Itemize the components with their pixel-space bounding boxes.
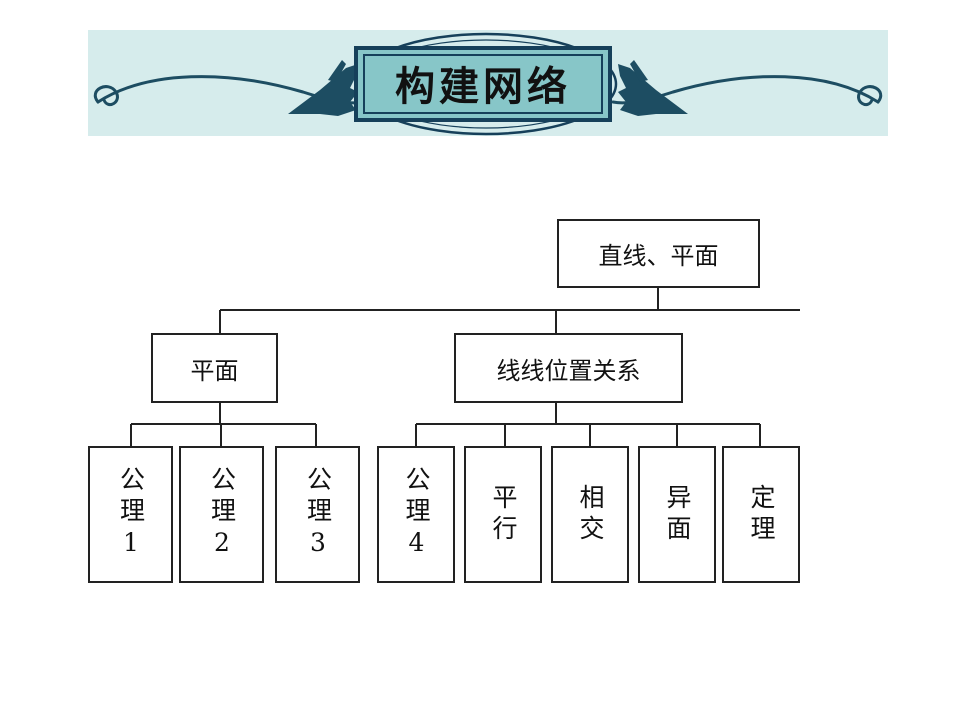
left-brush-stroke — [288, 60, 358, 116]
branch-node-label: 平面 — [190, 356, 239, 385]
right-brush-stroke — [618, 60, 688, 116]
leaf-node-axiom-3: 公理3 — [275, 446, 360, 583]
leaf-node-parallel: 平行 — [464, 446, 542, 583]
leaf-node-label: 公理1 — [116, 466, 146, 563]
leaf-node-label: 相交 — [576, 483, 605, 546]
leaf-node-label: 平行 — [489, 483, 518, 546]
title-plate-inner-frame — [363, 54, 603, 114]
leaf-node-skew: 异面 — [638, 446, 716, 583]
branch-node-label: 线线位置关系 — [496, 356, 641, 385]
leaf-node-intersect: 相交 — [551, 446, 629, 583]
page-title: 构建网络 — [395, 64, 571, 110]
leaf-node-axiom-4: 公理4 — [377, 446, 455, 583]
leaf-node-axiom-2: 公理2 — [179, 446, 264, 583]
title-banner — [88, 30, 888, 136]
leaf-node-theorem: 定理 — [722, 446, 800, 583]
leaf-node-label: 公理4 — [402, 466, 431, 563]
leaf-node-label: 异面 — [663, 483, 692, 546]
leaf-node-label: 公理2 — [207, 466, 237, 563]
branch-node-plane: 平面 — [151, 333, 278, 403]
leaf-node-axiom-1: 公理1 — [88, 446, 173, 583]
leaf-node-label: 公理3 — [303, 466, 333, 563]
title-plate-frame — [354, 46, 612, 122]
branch-node-line-relations: 线线位置关系 — [454, 333, 683, 403]
root-node: 直线、平面 — [557, 219, 760, 288]
leaf-node-label: 定理 — [747, 483, 776, 546]
root-node-label: 直线、平面 — [598, 242, 719, 270]
